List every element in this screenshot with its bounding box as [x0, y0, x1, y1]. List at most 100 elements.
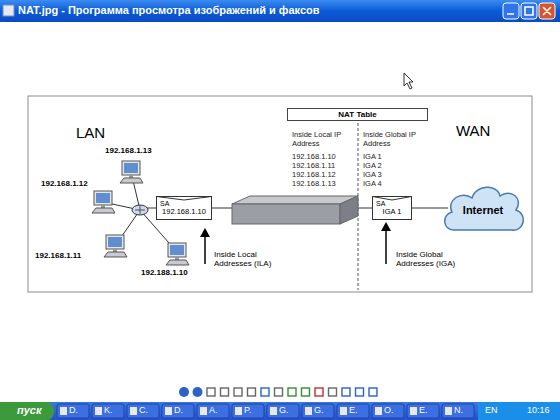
label-wrap: IGA 3: [363, 171, 382, 180]
shape: [168, 243, 186, 257]
computer-icon: [118, 160, 144, 184]
label-wrap: Inside Global Addresses (IGA): [396, 250, 470, 268]
label-wrap: K.: [104, 405, 113, 415]
shape: [445, 407, 452, 415]
label: D.: [174, 405, 183, 415]
table-heading: NAT Table: [288, 109, 427, 120]
label-wrap: Inside Local Addresses (ILA): [214, 250, 286, 268]
task-button: [407, 404, 439, 418]
label: Inside Local IP Address: [292, 131, 354, 148]
mouse-cursor: [404, 73, 413, 89]
shape: [130, 407, 137, 415]
label: E.: [419, 405, 428, 415]
shape: [94, 191, 112, 205]
task-button: [162, 404, 194, 418]
shape: [373, 197, 412, 201]
label: E.: [349, 405, 358, 415]
packet-address: 192.168.1.10: [162, 208, 206, 217]
label: пуск: [17, 404, 42, 417]
task-button: [232, 404, 264, 418]
computer-node: 192.168.1.11: [102, 234, 128, 258]
label-wrap: N.: [454, 405, 463, 415]
label-wrap: 192.168.1.11: [292, 162, 335, 171]
packet-field: SA: [376, 200, 385, 208]
shape: [356, 388, 364, 396]
shape: [122, 161, 140, 175]
label-wrap: 192.168.1.13: [292, 180, 336, 189]
task-button: [372, 404, 404, 418]
ip-address: 192.168.1.11: [34, 251, 82, 260]
shape: [166, 260, 189, 265]
computer-icon: [102, 234, 128, 258]
label: LAN: [76, 124, 105, 141]
label: 192.168.1.10: [292, 153, 336, 162]
shape: [261, 388, 269, 396]
label: G.: [279, 405, 289, 415]
task-button: [337, 404, 369, 418]
ip-address: 192.168.1.12: [40, 179, 89, 188]
shape: [375, 407, 382, 415]
lan-wires: [103, 172, 372, 252]
label: 192.168.1.13: [292, 180, 336, 189]
label-wrap: E.: [419, 405, 428, 415]
taskbar: [0, 402, 560, 420]
shape: [108, 237, 122, 247]
shape: [92, 208, 115, 213]
label: Inside Global IP Address: [363, 131, 425, 148]
ip-address: 192.188.1.10: [140, 268, 189, 277]
packet-text-wrap: 192.168.1.10: [162, 208, 206, 217]
label-wrap: 192.168.1.10: [292, 153, 336, 162]
label-wrap: O.: [384, 405, 394, 415]
task-button: [127, 404, 159, 418]
packet-text-wrap: SA: [376, 200, 385, 208]
label-wrap: IGA 4: [363, 180, 382, 189]
packet-field: SA: [160, 200, 169, 208]
label: G.: [314, 405, 324, 415]
shape: [207, 388, 215, 396]
shape: [288, 388, 296, 396]
label-wrap: WAN: [456, 122, 490, 139]
system-tray: [478, 402, 560, 420]
shape: [124, 163, 138, 173]
cloud-text-wrap: Internet: [440, 204, 526, 217]
shape: [410, 407, 417, 415]
shape: [342, 388, 350, 396]
start-button: [0, 402, 54, 420]
min-button: [503, 3, 519, 19]
label-wrap: LAN: [76, 124, 105, 141]
cloud-label: Internet: [440, 204, 526, 217]
label: EN: [485, 405, 498, 415]
ip-address: 192.168.1.13: [104, 146, 153, 155]
connector: [412, 208, 448, 209]
packet-text-wrap: IGA 1: [383, 208, 402, 217]
task-button: [302, 404, 334, 418]
shape: [235, 407, 242, 415]
packet-address: IGA 1: [383, 208, 402, 217]
label: O.: [384, 405, 394, 415]
computer-icon: [90, 190, 116, 214]
shape: [165, 407, 172, 415]
label: IGA 3: [363, 171, 382, 180]
label-wrap: D.: [174, 405, 183, 415]
shape: [179, 387, 189, 397]
hub-symbol: [132, 205, 148, 215]
task-button: [197, 404, 229, 418]
app-icon: [3, 5, 14, 16]
label-wrap: EN: [485, 405, 498, 415]
shape: [248, 388, 256, 396]
computer-label-wrap: 192.168.1.11: [34, 251, 82, 260]
label: K.: [104, 405, 113, 415]
shape: [104, 252, 127, 257]
label: Inside Local Addresses (ILA): [214, 250, 286, 268]
task-button: [442, 404, 474, 418]
label-wrap: A.: [209, 405, 218, 415]
label: 192.168.1.12: [292, 171, 336, 180]
label-wrap: IGA 2: [363, 162, 382, 171]
label-wrap: 192.168.1.12: [292, 171, 336, 180]
label-wrap: C.: [139, 405, 148, 415]
shape: [120, 178, 143, 183]
label: Inside Global Addresses (IGA): [396, 250, 470, 268]
label-wrap: P.: [244, 405, 251, 415]
label: IGA 2: [363, 162, 382, 171]
